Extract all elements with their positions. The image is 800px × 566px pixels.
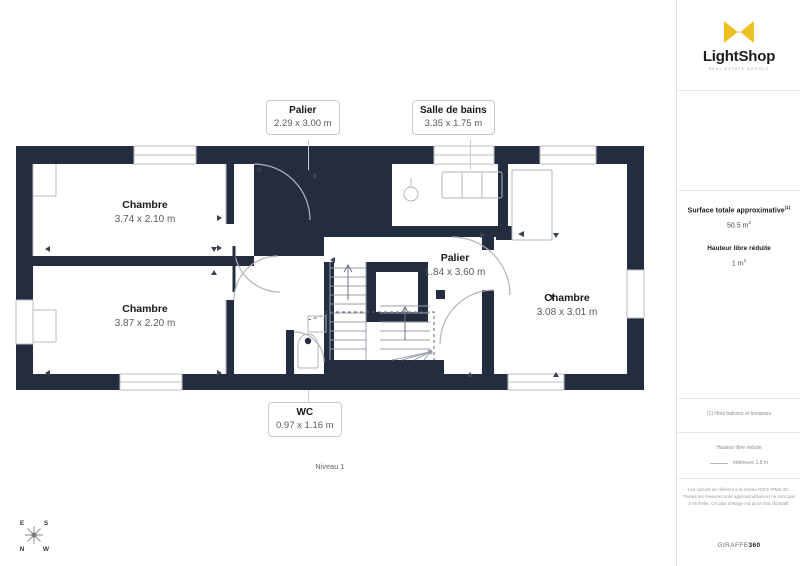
leader-line-palier-top — [308, 140, 309, 170]
room-name: Chambre — [544, 292, 590, 304]
dimension-ticks — [45, 167, 559, 377]
floor-plan-drawing — [15, 145, 645, 391]
leader-line-wc — [308, 390, 309, 402]
reduced-height-value-text: 1 m — [731, 260, 744, 268]
compass-rose: E S N W — [20, 520, 50, 553]
legend-line-icon — [709, 462, 728, 464]
room-name: Palier — [289, 105, 317, 116]
total-area-unit-exp: 2 — [748, 220, 751, 226]
room-name: WC — [296, 407, 314, 418]
sidebar-divider-1 — [677, 90, 800, 91]
room-dimensions: 3.74 x 2.10 m — [114, 213, 176, 225]
room-name: Chambre — [122, 199, 168, 211]
room-dimensions: 3.87 x 2.20 m — [114, 317, 176, 329]
level-label: Niveau 1 — [315, 464, 345, 471]
footer-brand-accent: 360 — [748, 542, 761, 549]
footer-brand: GIRAFFE360 — [677, 534, 800, 552]
compass-west-label: W — [43, 546, 50, 553]
info-sidebar: LightShop REAL ESTATE AGENCY Surface tot… — [676, 0, 800, 566]
room-callout-wc: WC 0.97 x 1.16 m — [268, 402, 342, 438]
legend-title: Hauteur libre réduite — [716, 445, 762, 451]
wc-fixtures — [297, 315, 327, 369]
room-name: Chambre — [122, 303, 168, 315]
compass-north-label: N — [20, 546, 25, 553]
door-swings — [232, 163, 511, 363]
total-area-title: Surface totale approximative(1) — [677, 205, 800, 214]
sidebar-divider-4 — [677, 432, 800, 433]
total-area-title-text: Surface totale approximative — [687, 207, 785, 215]
disclaimer-block: Les calculs se réfèrent à la norme RICS … — [683, 486, 795, 507]
compass-center — [31, 532, 37, 538]
reduced-height-value: 1 m2 — [677, 258, 800, 267]
interior-walls — [33, 146, 512, 374]
room-label-chambre-2: Chambre 3.87 x 2.20 m — [65, 303, 225, 330]
room-dimensions: 3.35 x 1.75 m — [424, 117, 483, 129]
reduced-height-title: Hauteur libre réduite — [707, 245, 771, 252]
room-dimensions: 1.84 x 3.60 m — [424, 266, 486, 278]
footer-brand-main: GIRAFFE — [717, 542, 749, 549]
total-area-block: Surface totale approximative(1) 50.5 m2 — [677, 205, 800, 230]
staircase-left — [329, 262, 367, 360]
compass-east-label: E — [20, 520, 25, 527]
room-dimensions: 2.29 x 3.00 m — [274, 117, 332, 129]
total-area-footnote-ref: (1) — [784, 205, 791, 210]
sidebar-divider-5 — [677, 478, 800, 479]
room-dimensions: 3.08 x 3.01 m — [536, 306, 598, 318]
total-area-value: 50.5 m2 — [677, 220, 800, 229]
legend-label: Inférieure 1.5 m — [732, 460, 769, 466]
lightshop-logo-icon — [724, 21, 754, 44]
staircase-right — [324, 305, 435, 361]
sidebar-divider-2 — [677, 190, 800, 191]
leader-line-salle-de-bains — [470, 140, 471, 170]
brand-tagline: REAL ESTATE AGENCY — [708, 66, 770, 71]
compass-south-label: S — [44, 520, 49, 527]
room-name: Palier — [440, 252, 470, 264]
room-dimensions: 0.97 x 1.16 m — [276, 419, 334, 431]
room-label-palier-center: Palier 1.84 x 3.60 m — [395, 252, 515, 279]
room-callout-salle-de-bains: Salle de bains 3.35 x 1.75 m — [412, 100, 495, 136]
brand-name: LightShop — [702, 48, 776, 66]
reduced-height-block: Hauteur libre réduite 1 m2 — [677, 245, 800, 267]
room-label-chambre-3: Chambre 3.08 x 3.01 m — [505, 292, 629, 319]
bathroom-fixtures — [403, 169, 553, 241]
footnote-block: (1) Hors balcons et terrasses — [677, 411, 800, 417]
total-area-value-text: 50.5 m — [727, 222, 749, 230]
room-callout-palier-top: Palier 2.29 x 3.00 m — [266, 100, 340, 136]
reduced-height-unit-exp: 2 — [743, 258, 747, 263]
brand-logo: LightShop REAL ESTATE AGENCY — [677, 0, 800, 90]
interior-detail-lines — [32, 164, 227, 374]
footnote-text: (1) Hors balcons et terrasses — [706, 411, 772, 417]
legend-row: Inférieure 1.5 m — [677, 460, 800, 466]
fixture-markers — [436, 290, 445, 299]
windows — [15, 145, 645, 391]
room-label-chambre-1: Chambre 3.74 x 2.10 m — [65, 199, 225, 226]
room-name: Salle de bains — [420, 105, 487, 116]
disclaimer-text: Les calculs se réfèrent à la norme RICS … — [683, 487, 795, 507]
legend-block: Hauteur libre réduite Inférieure 1.5 m — [677, 445, 800, 466]
sidebar-divider-3 — [677, 398, 800, 399]
